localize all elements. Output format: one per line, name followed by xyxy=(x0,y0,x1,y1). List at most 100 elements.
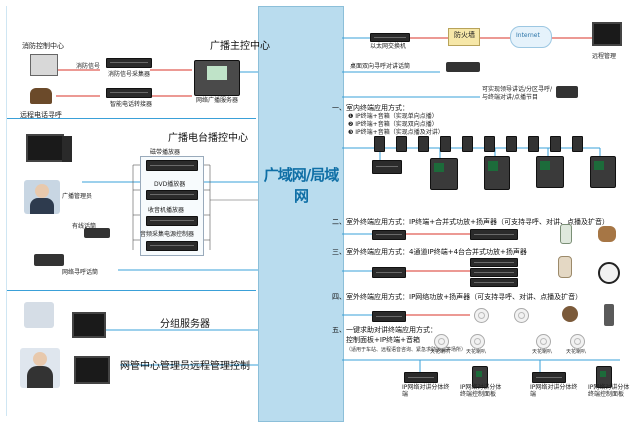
divider xyxy=(6,6,7,416)
divider xyxy=(6,118,256,119)
term-label-4: IP网络对讲分体终端控制面板 xyxy=(588,384,630,399)
wired-mic-label: 有线话筒 xyxy=(72,223,97,230)
remote-call-label: 远程电话寻呼 xyxy=(20,111,62,119)
app5-title: 五、一键求助对讲终端应用方式： xyxy=(332,326,437,334)
ceil-label-2: 天花喇叭 xyxy=(466,349,487,355)
desk-talk-label: 桌面双向寻呼对讲话筒 xyxy=(350,63,411,70)
term-label-2: IP网络对讲分体终端控制面板 xyxy=(460,384,502,399)
computer-monitor-icon xyxy=(72,312,106,338)
term-label-1: IP网络对讲分体终端 xyxy=(402,384,450,399)
app5-subtitle: 控制面板+IP终端+音箱 xyxy=(346,336,421,344)
group-server-title: 分组服务器 xyxy=(160,319,210,330)
network-server-label: 网络广播服务器 xyxy=(196,97,239,104)
fire-collector-label: 消防信号采集器 xyxy=(108,71,151,78)
app1-title: 一、室内终端应用方式： xyxy=(332,104,409,112)
ceiling-speaker-icon xyxy=(474,308,489,323)
panda-speaker-icon xyxy=(598,262,620,284)
admin-photo xyxy=(20,348,60,388)
ip-terminal-cabinet xyxy=(590,156,616,188)
rack-frame xyxy=(140,156,204,256)
operator-label: 广播管理员 xyxy=(62,193,93,200)
audio-ctrl-device xyxy=(146,241,198,251)
wall-speaker-icon xyxy=(562,306,578,322)
network-server-device xyxy=(194,60,240,96)
amplifier-device xyxy=(470,258,518,267)
mic-stand-icon xyxy=(556,86,578,98)
internet-cloud xyxy=(510,26,552,48)
garden-speaker-icon xyxy=(598,226,616,242)
ceiling-speaker-icon xyxy=(470,334,485,349)
audio-ctrl-label: 音频采集电源控制器 xyxy=(140,231,195,238)
remote-manage-label: 远程管理 xyxy=(592,53,617,60)
ceil-label-4: 天花喇叭 xyxy=(566,349,587,355)
phone-gateway-device xyxy=(106,88,152,98)
user-photo-1 xyxy=(24,302,54,328)
speaker-icon xyxy=(418,136,429,152)
network-bar xyxy=(258,6,344,422)
switch-label: 以太网交换机 xyxy=(370,43,407,50)
ip-terminal-cabinet xyxy=(484,156,510,190)
radio-control-title: 广播电台播控中心 xyxy=(168,133,248,144)
remote-mgmt-title: 网管中心管理员远程管理控制 xyxy=(120,361,250,372)
ip-terminal-device xyxy=(372,230,406,240)
fire-center-label: 消防控制中心 xyxy=(22,42,64,50)
telephone-icon xyxy=(30,88,52,104)
firewall-label: 防火墙 xyxy=(454,31,475,39)
internet-label: Internet xyxy=(516,32,540,39)
computer-monitor-icon xyxy=(592,22,622,46)
intercom-terminal-device xyxy=(404,372,438,383)
ip-terminal-device xyxy=(372,267,406,278)
cassette-label: 磁带播放器 xyxy=(150,149,181,156)
firewall-box xyxy=(448,28,480,46)
intercom-panel-device xyxy=(472,366,488,388)
amplifier-device xyxy=(470,268,518,277)
app4-title: 四、室外终端应用方式：IP网络功放+扬声器（可支持寻呼、对讲、点播及扩音） xyxy=(332,293,583,301)
ceiling-speaker-icon xyxy=(514,308,529,323)
tuner-device xyxy=(146,216,198,226)
computer-monitor-icon xyxy=(26,134,64,162)
app1-line1: ❶ IP终端+音箱（实现单向点播） xyxy=(348,113,438,120)
term-label-3: IP网络对讲分体终端 xyxy=(530,384,578,399)
app5-note: （适用于车站、远程语音咨询、紧急求助报警等场所） xyxy=(346,347,467,353)
ceiling-speaker-icon xyxy=(536,334,551,349)
speaker-icon xyxy=(528,136,539,152)
amplifier-device xyxy=(470,229,518,240)
ceiling-speaker-icon xyxy=(570,334,585,349)
intercom-terminal-device xyxy=(532,372,566,383)
horn-speaker-icon xyxy=(560,224,572,244)
column-speaker-icon xyxy=(604,304,614,326)
speaker-icon xyxy=(440,136,451,152)
app1-line2: ❷ IP终端+音箱（实现双向点播） xyxy=(348,121,438,128)
speaker-icon xyxy=(550,136,561,152)
operator-photo xyxy=(24,180,60,214)
speaker-icon xyxy=(396,136,407,152)
computer-monitor-icon xyxy=(74,356,110,384)
ip-amplifier-device xyxy=(372,311,406,322)
net-mic-label: 网络寻呼话筒 xyxy=(62,269,99,276)
app1-line3: ❸ IP终端+音箱（实现点播及对讲） xyxy=(348,129,444,136)
switch-device xyxy=(370,33,410,42)
ceiling-speaker-icon xyxy=(434,334,449,349)
fire-collector-device xyxy=(106,58,152,68)
phone-gateway-label: 智能电话转接器 xyxy=(110,101,153,108)
ip-terminal-device xyxy=(372,160,402,174)
app3-title: 三、室外终端应用方式：4通道IP终端+4台合并式功放+扬声器 xyxy=(332,248,527,256)
ip-terminal-cabinet xyxy=(536,156,564,188)
dvd-label: DVD播放器 xyxy=(154,181,186,188)
divider xyxy=(6,290,256,291)
desk-mic-icon xyxy=(446,62,480,72)
fire-signal-label: 消防信号 xyxy=(76,63,101,70)
amplifier-device xyxy=(470,278,518,287)
main-control-title: 广播主控中心 xyxy=(210,41,270,52)
ceil-label-3: 天花喇叭 xyxy=(532,349,553,355)
tuner-label: 收音机播放器 xyxy=(148,207,185,214)
computer-tower-icon xyxy=(62,136,72,162)
speaker-icon xyxy=(506,136,517,152)
fire-panel xyxy=(30,54,58,76)
speaker-icon xyxy=(374,136,385,152)
lawn-speaker-icon xyxy=(558,256,572,278)
cassette-device xyxy=(146,160,198,171)
speaker-icon xyxy=(572,136,583,152)
app2-title: 二、室外终端应用方式：IP终端+合并式功放+扬声器（可支持寻呼、对讲、点播及扩音… xyxy=(332,218,610,226)
wired-mic-icon xyxy=(84,228,110,238)
